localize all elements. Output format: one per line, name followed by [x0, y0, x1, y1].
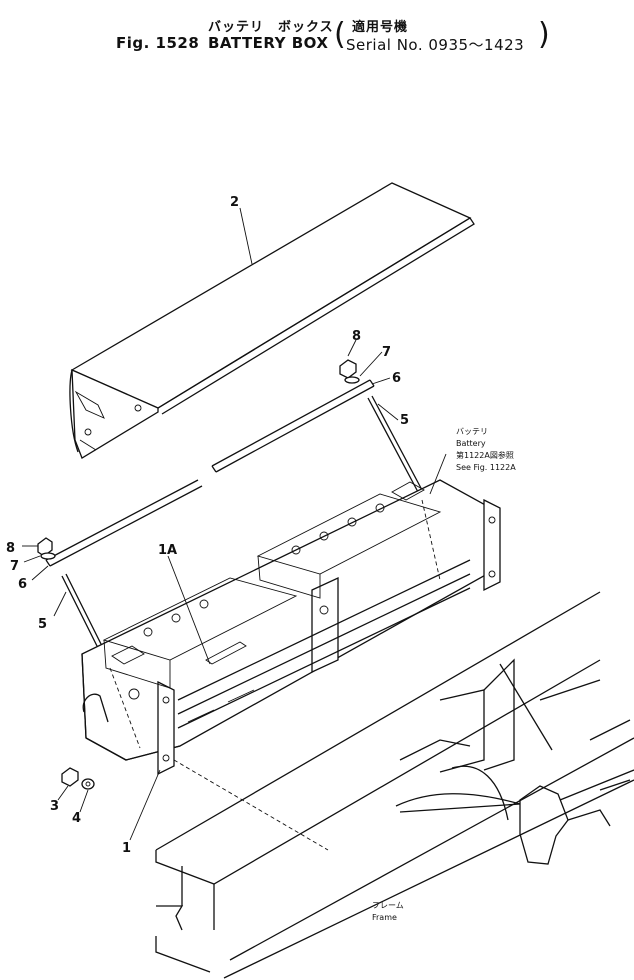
note-frame-en: Frame	[372, 913, 397, 922]
callout-1a: 1A	[158, 543, 177, 558]
battery-box-cover	[69, 182, 475, 459]
serial-jp: 適用号機	[352, 20, 409, 35]
mounting-bolt	[61, 767, 79, 787]
note-battery-ref-jp: 第1122A図参照	[456, 450, 514, 460]
callout-5-upper: 5	[400, 413, 409, 428]
serial-range: Serial No. 0935～1423	[346, 36, 525, 54]
battery-box-body	[81, 479, 501, 776]
mounting-washer	[81, 778, 95, 790]
callout-6-lower: 6	[18, 577, 27, 592]
title-jp: バッテリ ボックス	[208, 20, 334, 35]
note-battery-ref-en: See Fig. 1122A	[456, 463, 516, 472]
note-battery-en: Battery	[456, 439, 486, 448]
rod-lower	[45, 479, 203, 567]
note-battery-jp: バッテリ	[456, 427, 488, 436]
callout-8-lower: 8	[6, 541, 15, 556]
callout-6-upper: 6	[392, 371, 401, 386]
callout-8-upper: 8	[352, 329, 361, 344]
nut-lower	[37, 537, 56, 560]
right-paren: )	[538, 17, 550, 52]
callout-2: 2	[230, 195, 239, 210]
mounting-dash-line	[173, 759, 329, 851]
callout-7-upper: 7	[382, 345, 391, 360]
left-paren: (	[334, 17, 346, 52]
figure-number: Fig. 1528	[116, 34, 200, 52]
nut-upper	[339, 359, 360, 384]
hold-down-bolt-right	[367, 395, 430, 501]
callout-4: 4	[72, 811, 81, 826]
leader-lines	[22, 207, 447, 841]
callout-1: 1	[122, 841, 131, 856]
header: バッテリ ボックス 適用号機 Fig. 1528 BATTERY BOX ( S…	[0, 0, 634, 70]
callout-5-lower: 5	[38, 617, 47, 632]
page-title: BATTERY BOX	[208, 34, 329, 52]
rod-upper	[211, 379, 375, 473]
note-frame-jp: フレーム	[372, 901, 404, 910]
callout-7-lower: 7	[10, 559, 19, 574]
callout-3: 3	[50, 799, 59, 814]
vehicle-frame	[155, 591, 634, 979]
